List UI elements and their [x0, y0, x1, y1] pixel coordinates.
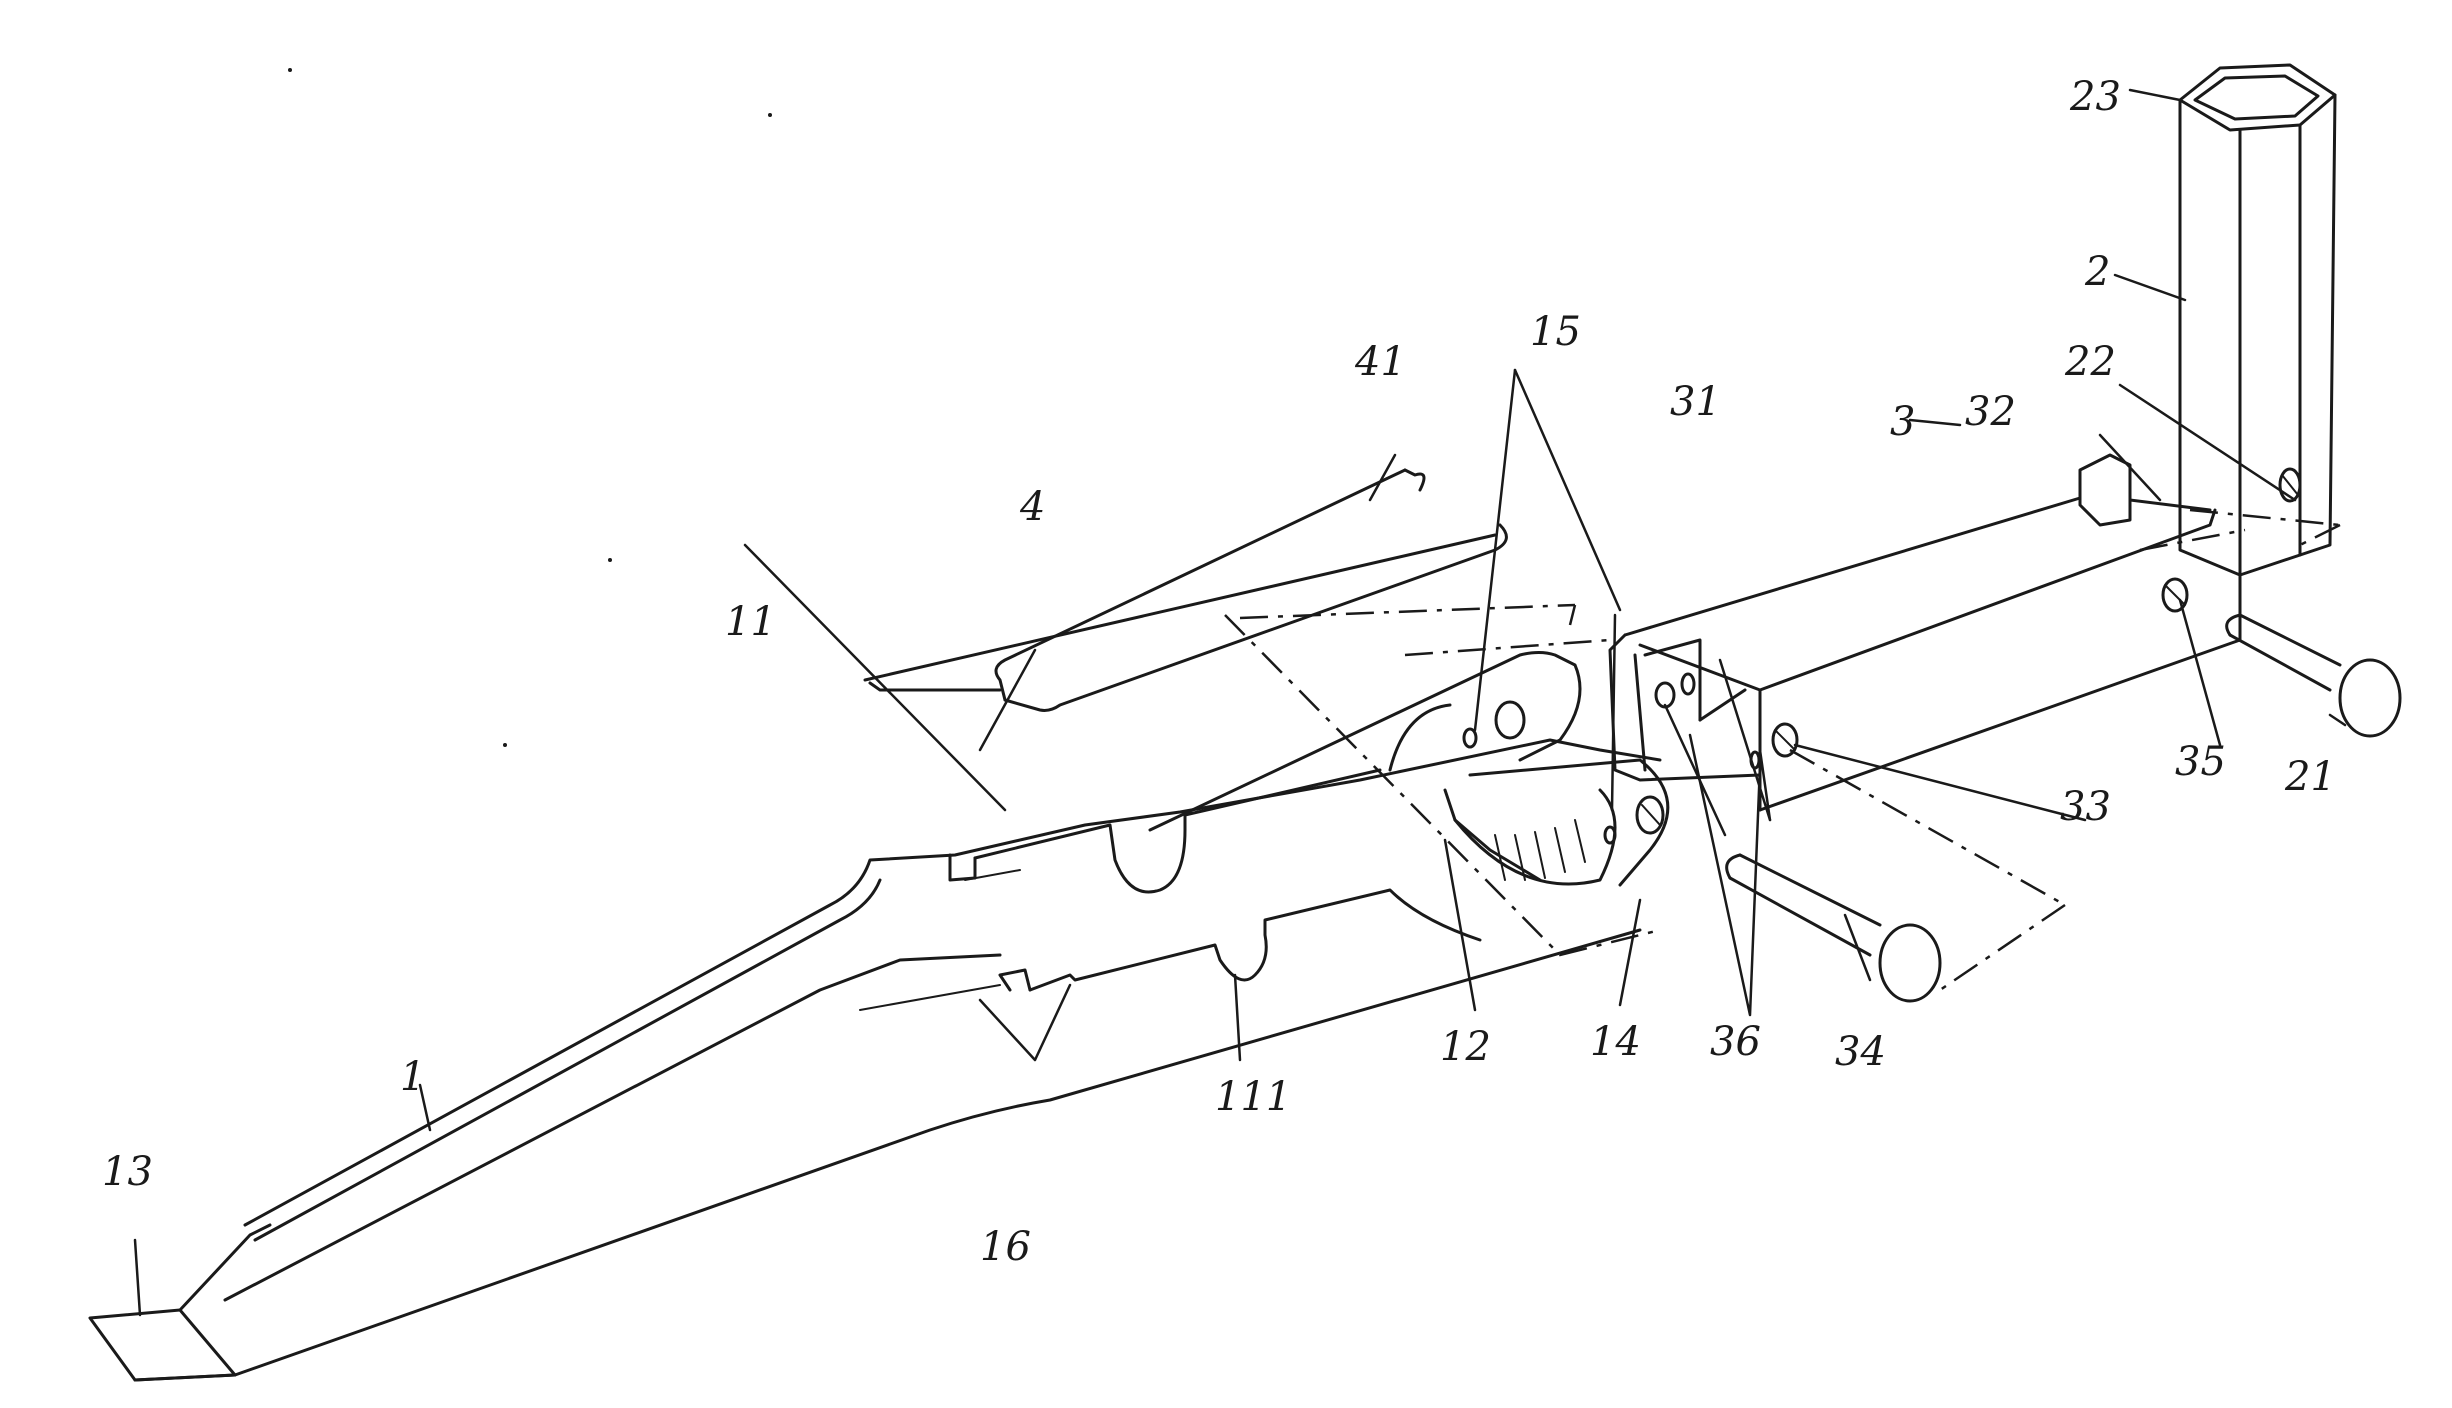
label-111: 111	[1215, 1074, 1291, 1120]
leader-lines	[135, 90, 2345, 1315]
label-2: 2	[2084, 249, 2110, 295]
label-11: 11	[725, 599, 776, 645]
lever-body	[90, 740, 1660, 1380]
label-1: 1	[400, 1054, 425, 1100]
center-lines	[1225, 510, 2340, 990]
label-14: 14	[1590, 1019, 1641, 1065]
wire-spring	[865, 470, 1506, 710]
label-23: 23	[2069, 74, 2121, 120]
scan-specks	[288, 68, 772, 747]
label-31: 31	[1670, 379, 1721, 425]
label-41: 41	[1354, 339, 1406, 385]
pin-34	[1727, 855, 1940, 1001]
label-15: 15	[1530, 309, 1581, 355]
label-16: 16	[980, 1224, 1031, 1270]
label-32: 32	[1965, 389, 2016, 435]
label-21: 21	[2284, 754, 2336, 800]
hex-socket	[2180, 65, 2335, 575]
label-13: 13	[102, 1149, 153, 1195]
label-3: 3	[1890, 399, 1915, 445]
label-4: 4	[1019, 484, 1045, 530]
label-22: 22	[2064, 339, 2116, 385]
label-33: 33	[2060, 784, 2111, 830]
reference-labels: 1 2 3 4 11 111 12 13 14 15 16 21 22 23 3…	[102, 74, 2336, 1270]
pin-21	[2227, 615, 2400, 736]
label-12: 12	[1440, 1024, 1491, 1070]
label-34: 34	[1835, 1029, 1886, 1075]
upper-plate	[1150, 653, 1580, 831]
label-35: 35	[2175, 739, 2226, 785]
sleeve	[1610, 455, 2240, 810]
label-36: 36	[1710, 1019, 1761, 1065]
